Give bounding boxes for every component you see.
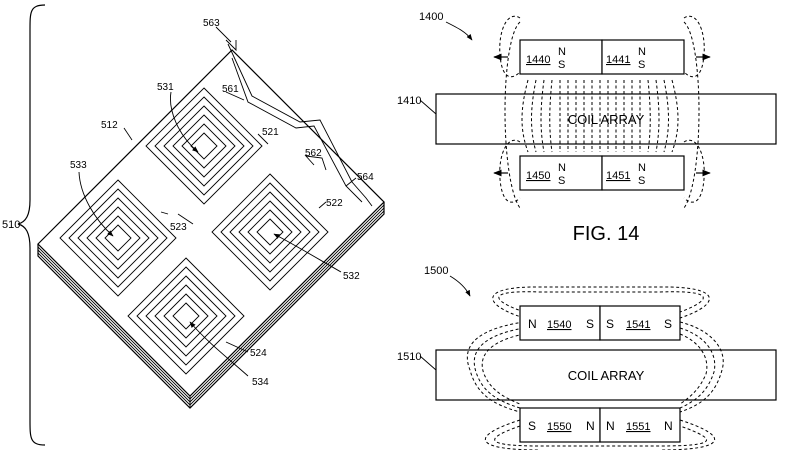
fig-14: 1400 xyxy=(397,11,777,245)
magnet-1540-pole-left: N xyxy=(528,317,537,331)
magnet-1551-ref: 1551 xyxy=(626,421,650,433)
fig15-top-magnets: N 1540 S S 1541 S xyxy=(519,305,681,341)
fig14-caption: FIG. 14 xyxy=(573,223,640,245)
ref-533: 533 xyxy=(70,160,87,171)
magnet-1441-pole-n: N xyxy=(638,46,646,58)
coil-533 xyxy=(59,179,177,297)
leader-lines xyxy=(78,26,357,377)
fig14-field-lines xyxy=(499,15,705,209)
magnet-1540-pole-right: S xyxy=(586,317,594,331)
trace-leads xyxy=(225,39,373,207)
bracket-label: 510 xyxy=(2,219,20,231)
magnet-1451-pole-n: N xyxy=(638,162,646,174)
coil-534 xyxy=(127,257,245,375)
ref-512: 512 xyxy=(101,120,118,131)
ref-524: 524 xyxy=(250,348,267,359)
coil-board-figure: 510 xyxy=(2,4,385,446)
magnet-1541-pole-left: S xyxy=(606,317,614,331)
fig15-coil-label: COIL ARRAY xyxy=(568,368,645,383)
magnet-1550-pole-left: S xyxy=(528,419,536,433)
fig14-ref: 1400 xyxy=(419,11,443,23)
fig15-ref: 1500 xyxy=(424,265,448,277)
magnet-1441-pole-s: S xyxy=(638,59,645,71)
ref-522: 522 xyxy=(326,198,343,209)
magnet-1450-pole-s: S xyxy=(558,175,565,187)
coil-532 xyxy=(211,173,329,291)
magnet-1550-pole-right: N xyxy=(586,419,595,433)
fig-15: 1500 COIL ARRAY 1510 N 1540 S xyxy=(397,265,777,450)
magnet-1541-pole-right: S xyxy=(664,317,672,331)
ref-561: 561 xyxy=(222,84,239,95)
magnet-1550-ref: 1550 xyxy=(547,421,571,433)
ref-563: 563 xyxy=(203,18,220,29)
ref-564: 564 xyxy=(357,172,374,183)
magnet-1540-ref: 1540 xyxy=(547,319,571,331)
magnet-1440-pole-s: S xyxy=(558,59,565,71)
ref-521: 521 xyxy=(262,127,279,138)
reference-numerals: 563 531 561 512 521 562 533 564 522 523 … xyxy=(70,18,374,388)
fig15-array-ref: 1510 xyxy=(397,351,421,363)
fig15-coil-array xyxy=(435,349,777,401)
curly-bracket xyxy=(17,4,46,446)
ref-562: 562 xyxy=(305,148,322,159)
fig14-coil-array xyxy=(435,93,777,145)
fig14-array-ref: 1410 xyxy=(397,95,421,107)
ref-531: 531 xyxy=(157,82,174,93)
coil-spirals xyxy=(59,87,329,375)
fig14-bottom-magnets: 1450 N S 1451 N S xyxy=(493,155,711,191)
ref-523: 523 xyxy=(170,222,187,233)
magnet-1551-pole-right: N xyxy=(664,419,673,433)
magnet-1440-pole-n: N xyxy=(558,46,566,58)
magnet-1551-pole-left: N xyxy=(606,419,615,433)
ref-534: 534 xyxy=(252,377,269,388)
magnet-1451-ref: 1451 xyxy=(606,170,630,182)
board-layers xyxy=(37,49,385,409)
magnet-1441-ref: 1441 xyxy=(606,54,630,66)
magnet-1440-ref: 1440 xyxy=(526,54,550,66)
magnet-1450-pole-n: N xyxy=(558,162,566,174)
fig14-top-magnets: 1440 N S 1441 N S xyxy=(493,39,711,75)
magnet-1541-ref: 1541 xyxy=(626,319,650,331)
magnet-1450-ref: 1450 xyxy=(526,170,550,182)
fig14-coil-label: COIL ARRAY xyxy=(568,112,645,127)
magnet-1451-pole-s: S xyxy=(638,175,645,187)
fig15-bottom-magnets: S 1550 N N 1551 N xyxy=(519,407,681,443)
coil-531 xyxy=(145,87,263,205)
ref-532: 532 xyxy=(343,271,360,282)
